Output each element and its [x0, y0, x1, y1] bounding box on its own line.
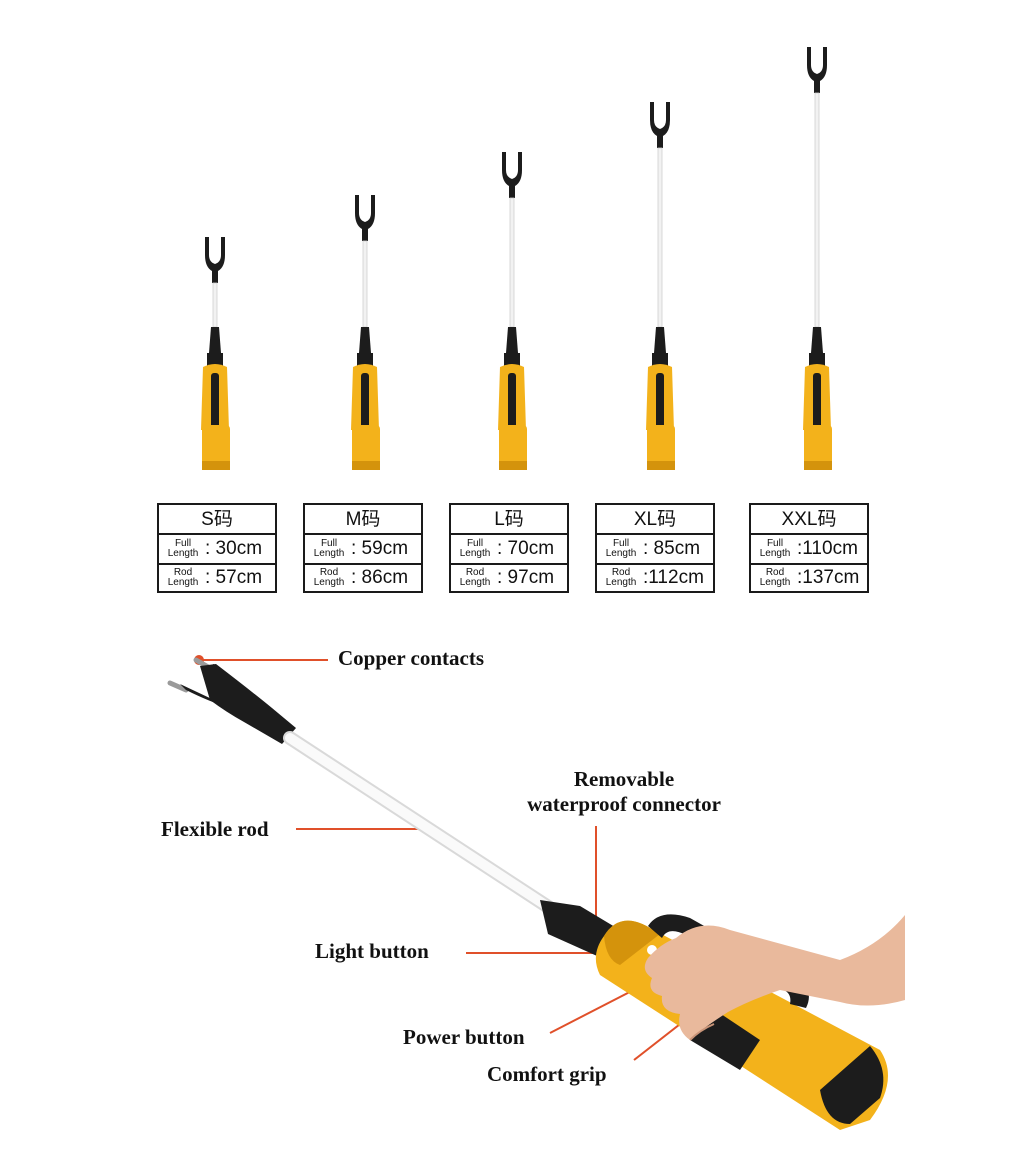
callout-removable-line2: waterproof connector: [527, 792, 721, 816]
full-label-top: Full: [766, 538, 784, 549]
full-length-value: :110cm: [797, 538, 858, 559]
size-name: L码: [451, 505, 567, 535]
rod-label-bottom: Length: [759, 577, 791, 588]
full-length-value: : 30cm: [205, 538, 263, 559]
full-label-bottom: Length: [313, 548, 345, 559]
detail-illustration: [167, 655, 905, 1130]
callout-comfort-grip: Comfort grip: [487, 1062, 607, 1086]
callout-light-button: Light button: [315, 939, 429, 963]
callout-copper-contacts: Copper contacts: [338, 646, 485, 670]
full-length-value: : 85cm: [643, 538, 701, 559]
callout-removable-line1: Removable: [573, 767, 675, 791]
full-label-bottom: Length: [759, 548, 791, 559]
size-name: XXL码: [751, 505, 867, 535]
size-name: XL码: [597, 505, 713, 535]
full-length-value: : 59cm: [351, 538, 409, 559]
rod-label-bottom: Length: [459, 577, 491, 588]
full-length-value: : 70cm: [497, 538, 555, 559]
rod-label-bottom: Length: [167, 577, 199, 588]
full-label-top: Full: [466, 538, 484, 549]
rod-label-top: Rod: [611, 567, 631, 578]
rod-label-top: Rod: [173, 567, 193, 578]
product-image-s: [185, 235, 245, 480]
callout-removable-connector: Removable waterproof connector: [506, 767, 742, 817]
product-image-l: [482, 150, 542, 480]
full-label-bottom: Length: [605, 548, 637, 559]
rod-label-bottom: Length: [313, 577, 345, 588]
full-label-top: Full: [320, 538, 338, 549]
callout-flexible-rod: Flexible rod: [161, 817, 269, 841]
product-image-m: [335, 193, 395, 480]
rod-label-top: Rod: [465, 567, 485, 578]
product-image-xl: [630, 100, 690, 480]
full-label-top: Full: [174, 538, 192, 549]
rod-length-value: : 57cm: [205, 567, 263, 588]
rod-length-value: :112cm: [643, 567, 704, 588]
rod-label-bottom: Length: [605, 577, 637, 588]
rod-length-value: : 86cm: [351, 567, 409, 588]
callout-power-button: Power button: [403, 1025, 525, 1049]
full-label-bottom: Length: [459, 548, 491, 559]
rod-label-top: Rod: [319, 567, 339, 578]
full-label-top: Full: [612, 538, 630, 549]
size-name: S码: [159, 505, 275, 535]
rod-label-top: Rod: [765, 567, 785, 578]
product-image-xxl: [787, 45, 847, 480]
size-name: M码: [305, 505, 421, 535]
full-label-bottom: Length: [167, 548, 199, 559]
rod-length-value: : 97cm: [497, 567, 555, 588]
rod-length-value: :137cm: [797, 567, 860, 588]
